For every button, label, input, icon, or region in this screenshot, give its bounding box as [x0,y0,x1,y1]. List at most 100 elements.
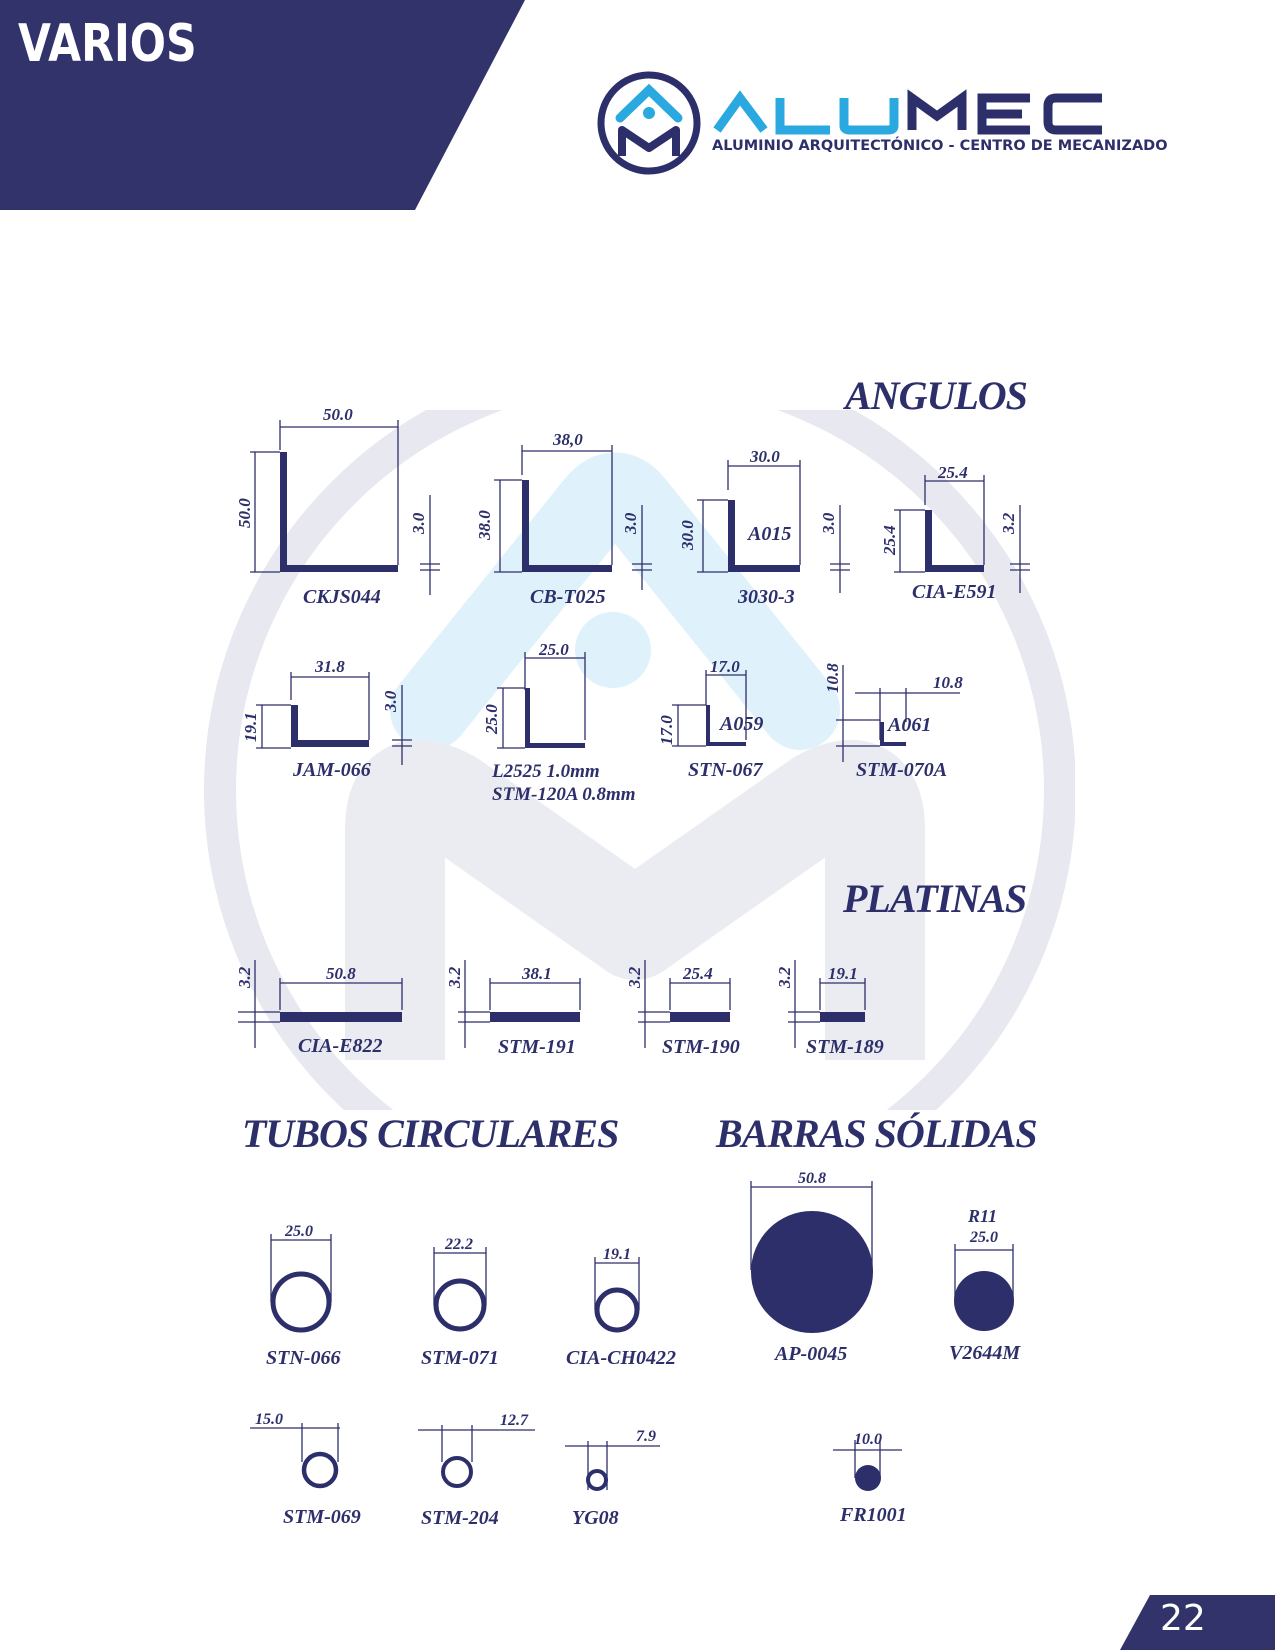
dim-label: 15.0 [255,1411,283,1428]
page-number: 22 [1160,1598,1206,1639]
dim-label: 17.0 [710,657,740,676]
tube-stm-069 [301,1451,339,1489]
dim-label: 7.9 [636,1428,656,1445]
profile-code: STM-071 [421,1347,499,1369]
profile-code: CIA-E591 [912,581,996,603]
profile-code: CKJS044 [303,586,381,608]
angle-stn-067 [706,705,746,746]
watermark-logo [204,410,1075,1110]
am-circle-logo-icon [597,71,701,175]
alumec-logo: ALUMINIO ARQUITECTÓNICO - CENTRO DE MECA… [597,71,1168,175]
section-title-tubos: TUBOS CIRCULARES [242,1111,619,1156]
dim-radius-label: R11 [967,1206,997,1226]
profile-code: 3030-3 [737,586,795,608]
angle-ckjs044 [280,452,398,572]
dim-label: 25.0 [284,1223,313,1240]
tube-stm-071 [433,1278,487,1332]
tube-yg08 [586,1469,608,1491]
dim-label: 19.1 [603,1246,631,1263]
page-number-tab [1120,1595,1275,1650]
dim-label: 25.4 [880,525,899,556]
profile-code: STN-066 [266,1347,340,1369]
solid-bar-v2644m [954,1271,1014,1331]
angle-stm-070a [880,722,906,746]
circular-tubes [270,1271,640,1491]
dim-label: 25.4 [937,463,968,482]
dim-label: 38.1 [521,964,552,983]
angle-jam-066 [291,705,369,747]
header-band [0,0,525,210]
profile-code: STM-191 [498,1036,576,1058]
dim-label: 3.0 [621,512,640,535]
dim-label: 25.0 [969,1229,998,1246]
dim-label: 3.2 [235,966,254,989]
profile-inner-code: A061 [886,714,931,736]
tube-cia-ch0422 [594,1287,640,1333]
dim-label: 30.0 [678,520,697,551]
section-label: VARIOS [18,14,197,74]
profile-code: CIA-E822 [298,1035,382,1057]
dimension-lines [238,420,1030,1490]
dim-label: 19.1 [241,712,260,742]
dim-label: 25.0 [482,704,501,735]
solid-bars [751,1211,1014,1491]
dim-label: 3.2 [775,966,794,989]
profile-code: AP-0045 [773,1343,847,1365]
dim-label: 38,0 [552,430,583,449]
profile-code: YG08 [572,1507,619,1529]
profile-inner-code: A059 [718,713,763,735]
angle-l2525 [525,688,585,748]
dim-label: 38.0 [475,510,494,541]
profile-code-secondary: STM-120A 0.8mm [492,784,636,805]
angle-profiles [280,452,984,748]
profile-inner-code: A015 [746,523,791,545]
flat-bars [280,1012,865,1022]
section-title-barras: BARRAS SÓLIDAS [716,1111,1038,1156]
profile-code: STM-204 [421,1507,499,1529]
solid-bar-ap-0045 [751,1211,873,1333]
dim-label: 50.8 [798,1170,826,1187]
profile-code: STM-069 [283,1506,361,1528]
profile-code: V2644M [949,1342,1021,1364]
dim-label: 25.4 [682,964,713,983]
flat-bar-stm-190 [670,1012,730,1022]
dim-label: 3.2 [999,512,1018,535]
dim-label: 3.0 [409,512,428,535]
dim-label: 3.2 [445,966,464,989]
dim-label: 31.8 [314,657,345,676]
dim-label: 10.0 [854,1431,882,1448]
dim-label: 50.0 [235,498,254,528]
brand-tagline: ALUMINIO ARQUITECTÓNICO - CENTRO DE MECA… [712,136,1168,154]
profile-code: STN-067 [688,759,763,781]
dim-label: 10.8 [933,673,963,692]
solid-bar-fr1001 [855,1465,881,1491]
dim-label: 22.2 [444,1236,473,1253]
section-title-angulos: ANGULOS [845,373,1028,418]
tube-stm-204 [441,1456,473,1488]
dim-label: 17.0 [657,715,676,745]
profile-code: JAM-066 [292,759,371,781]
dim-label: 3.0 [381,690,400,713]
angle-cb-t025 [522,480,612,572]
dim-label: 3.0 [819,512,838,535]
dim-label: 12.7 [500,1412,529,1429]
flat-bar-stm-191 [490,1012,580,1022]
alumec-wordmark [713,89,1102,135]
dim-label: 10.8 [823,663,842,693]
profile-code: CIA-CH0422 [566,1347,676,1369]
dim-label: 19.1 [828,964,858,983]
flat-bar-stm-189 [820,1012,865,1022]
profile-code: CB-T025 [530,586,606,608]
dim-label: 50.8 [326,964,356,983]
profile-code: STM-189 [806,1036,884,1058]
angle-cia-e591 [925,510,984,572]
profile-code: STM-070A [856,759,947,781]
dim-label: 30.0 [749,447,780,466]
profile-code: FR1001 [839,1504,907,1526]
profile-code: L2525 1.0mm [491,761,600,782]
dim-label: 50.0 [323,405,353,424]
tube-stn-066 [270,1271,332,1333]
flat-bar-cia-e822 [280,1012,402,1022]
dim-label: 25.0 [538,640,569,659]
